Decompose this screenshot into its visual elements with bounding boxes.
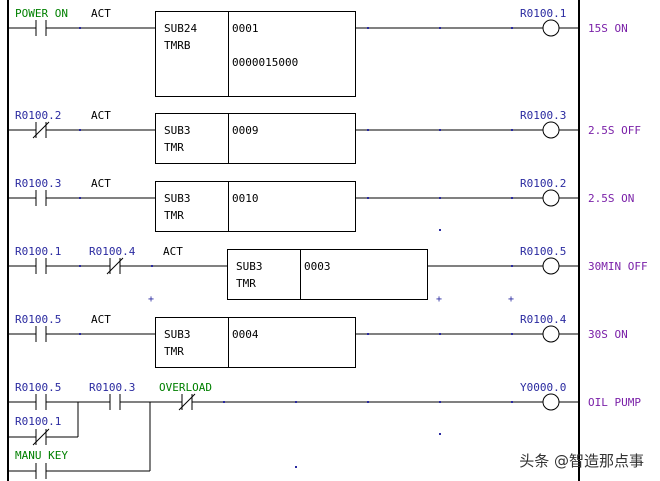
coil-icon: [542, 19, 560, 37]
contact-label: R0100.1: [15, 245, 62, 258]
act-label: ACT: [91, 109, 111, 122]
contact-label: POWER ON: [15, 7, 68, 20]
coil-address: R0100.3: [520, 109, 567, 122]
rung-3: [8, 189, 579, 207]
block-preset: 0000015000: [232, 56, 299, 69]
block-type: TMR: [236, 277, 256, 290]
rung-5: [8, 325, 579, 343]
contact-label: R0100.5: [15, 313, 62, 326]
coil-icon: [542, 325, 560, 343]
coil-icon: [542, 189, 560, 207]
coil-comment: 30S ON: [588, 328, 628, 341]
svg-text:+: +: [436, 294, 442, 305]
svg-text:+: +: [508, 294, 514, 305]
coil-comment: 15S ON: [588, 22, 628, 35]
contact-label: R0100.5: [15, 381, 62, 394]
act-label: ACT: [91, 313, 111, 326]
act-label: ACT: [91, 7, 111, 20]
grid-ticks: [79, 27, 513, 468]
coil-address: R0100.2: [520, 177, 567, 190]
coil-comment: OIL PUMP: [588, 396, 641, 409]
block-number: 0001: [232, 22, 259, 35]
svg-text:+: +: [148, 294, 154, 305]
coil-icon: [542, 257, 560, 275]
branch-contact-label: R0100.1: [15, 415, 62, 428]
coil-comment: 30MIN OFF: [588, 260, 648, 273]
function-block[interactable]: SUB3 TMR 0010: [155, 181, 356, 232]
contact-label: OVERLOAD: [159, 381, 212, 394]
block-type: TMRB: [164, 39, 191, 52]
function-block[interactable]: SUB3 TMR 0004: [155, 317, 356, 368]
block-sub: SUB24: [164, 22, 198, 35]
rung-4: + + +: [8, 257, 579, 305]
rung-6: [8, 393, 579, 479]
block-number: 0004: [232, 328, 259, 341]
coil-comment: 2.5S OFF: [588, 124, 641, 137]
act-label: ACT: [163, 245, 183, 258]
contact-label: R0100.4: [89, 245, 136, 258]
block-number: 0010: [232, 192, 259, 205]
block-sub: SUB3: [164, 124, 191, 137]
function-block[interactable]: SUB3 TMR 0009: [155, 113, 356, 164]
block-type: TMR: [164, 209, 184, 222]
contact-label: R0100.3: [89, 381, 136, 394]
contact-label: R0100.2: [15, 109, 62, 122]
coil-icon: [542, 393, 560, 411]
act-label: ACT: [91, 177, 111, 190]
branch-contact-label: MANU KEY: [15, 449, 68, 462]
block-number: 0009: [232, 124, 259, 137]
coil-comment: 2.5S ON: [588, 192, 635, 205]
block-type: TMR: [164, 141, 184, 154]
function-block[interactable]: SUB24 TMRB 0001 0000015000: [155, 11, 356, 97]
coil-address: R0100.5: [520, 245, 567, 258]
coil-address: R0100.1: [520, 7, 567, 20]
block-sub: SUB3: [164, 192, 191, 205]
coil-address: Y0000.0: [520, 381, 567, 394]
function-block[interactable]: SUB3 TMR 0003: [227, 249, 428, 300]
block-sub: SUB3: [164, 328, 191, 341]
contact-label: R0100.3: [15, 177, 62, 190]
coil-icon: [542, 121, 560, 139]
block-number: 0003: [304, 260, 331, 273]
watermark: 头条 @智造那点事: [519, 452, 644, 470]
coil-address: R0100.4: [520, 313, 567, 326]
block-type: TMR: [164, 345, 184, 358]
block-sub: SUB3: [236, 260, 263, 273]
